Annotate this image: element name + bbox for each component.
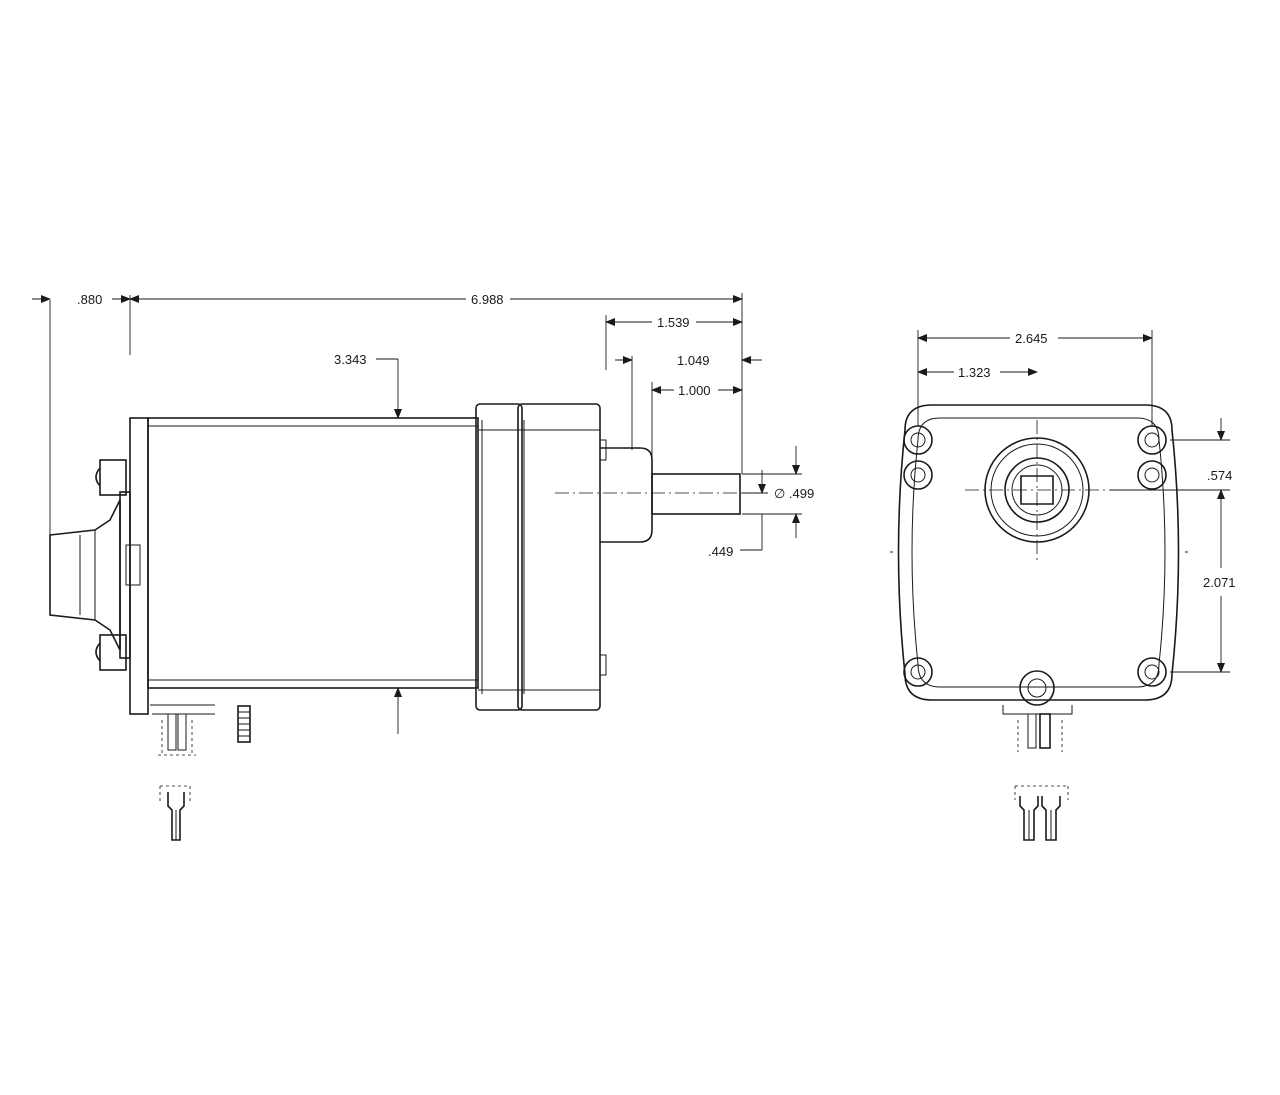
mounting-flange [129, 417, 149, 715]
dim-449: .449 [708, 544, 733, 559]
mounting-holes [903, 425, 1167, 706]
output-shaft [600, 447, 741, 543]
motor-body [147, 417, 479, 689]
dim-6988: 6.988 [471, 292, 504, 307]
end-wire-leads [1002, 705, 1073, 752]
gearbox [475, 403, 607, 711]
terminal-detail-end [1014, 785, 1069, 841]
end-cap [49, 459, 141, 671]
terminal-detail-side [159, 785, 191, 841]
dim-2645: 2.645 [1015, 331, 1048, 346]
dim-1539: 1.539 [657, 315, 690, 330]
dim-1000: 1.000 [678, 383, 711, 398]
dim-880: .880 [77, 292, 102, 307]
dim-3343: 3.343 [334, 352, 367, 367]
dim-2071: 2.071 [1203, 575, 1236, 590]
end-housing [897, 404, 1180, 701]
end-view: 2.645 1.323 .574 2.071 [890, 330, 1236, 841]
dim-1049: 1.049 [677, 353, 710, 368]
dim-1323: 1.323 [958, 365, 991, 380]
dim-574: .574 [1207, 468, 1232, 483]
wire-leads [150, 704, 251, 756]
dim-diameter-499: ∅ .499 [774, 486, 814, 501]
side-view: .880 6.988 1.539 1.049 1.000 3.343 ∅ .49… [32, 292, 814, 841]
